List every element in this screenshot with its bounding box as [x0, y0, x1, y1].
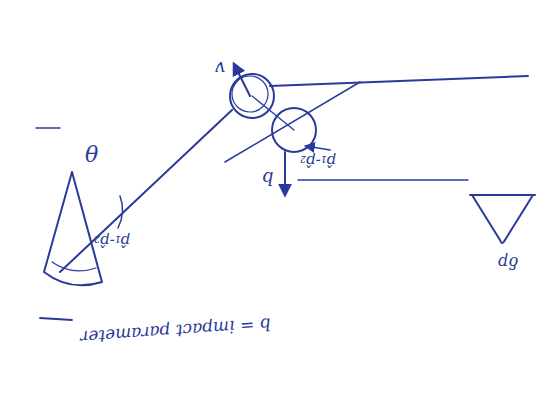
- sketch-label: θ: [85, 141, 98, 163]
- sketch-label: p̂₁-p̂₂: [94, 233, 130, 248]
- sketch-label: δp: [498, 254, 518, 270]
- tangent-line: [225, 82, 360, 162]
- sketch-label: p̂₁-p̂₂: [300, 153, 336, 168]
- trajectory-line: [60, 110, 232, 272]
- sketch-label: b = impact parameter: [79, 315, 270, 345]
- reference-line: [298, 179, 468, 180]
- sketch-label: v: [215, 59, 225, 77]
- centre-line: [252, 96, 294, 130]
- dash-mark: [36, 127, 60, 129]
- impact-arrow: [284, 152, 286, 195]
- left-cone-hatch: [52, 262, 96, 271]
- left-cone: [44, 172, 102, 285]
- sketch-label: b: [262, 169, 274, 187]
- velocity-arrow: [234, 64, 250, 96]
- right-cone: [470, 195, 535, 243]
- underline-mark: [40, 318, 72, 320]
- direction-arrow: [306, 146, 330, 150]
- trajectory-line: [270, 76, 528, 86]
- angle-arc: [118, 196, 123, 228]
